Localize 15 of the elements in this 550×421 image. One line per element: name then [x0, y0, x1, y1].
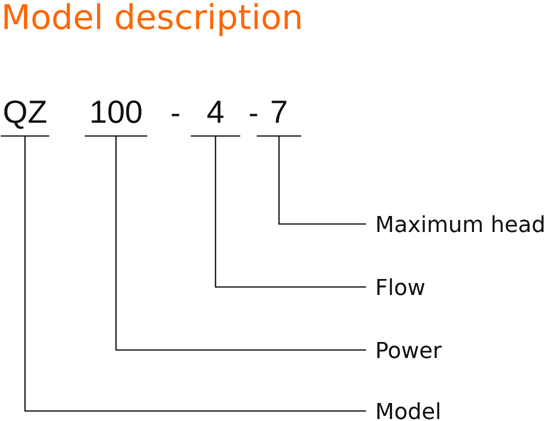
code-segment: 100	[84, 100, 148, 137]
leader-line	[24, 136, 366, 412]
code-segment: QZ	[0, 100, 50, 137]
callout-label: Flow	[377, 278, 424, 296]
hyphen: -	[250, 114, 258, 116]
leader-line	[214, 136, 366, 288]
code-segment: 7	[256, 100, 302, 137]
leader-line	[115, 136, 366, 351]
title: Model description	[4, 3, 300, 36]
code-segment: 4	[190, 100, 240, 137]
callout-label: Power	[377, 342, 442, 358]
callout-label: Maximum head	[377, 215, 544, 232]
callout-label: Model	[377, 402, 440, 420]
leader-line	[278, 136, 366, 225]
hyphen: -	[172, 114, 180, 116]
